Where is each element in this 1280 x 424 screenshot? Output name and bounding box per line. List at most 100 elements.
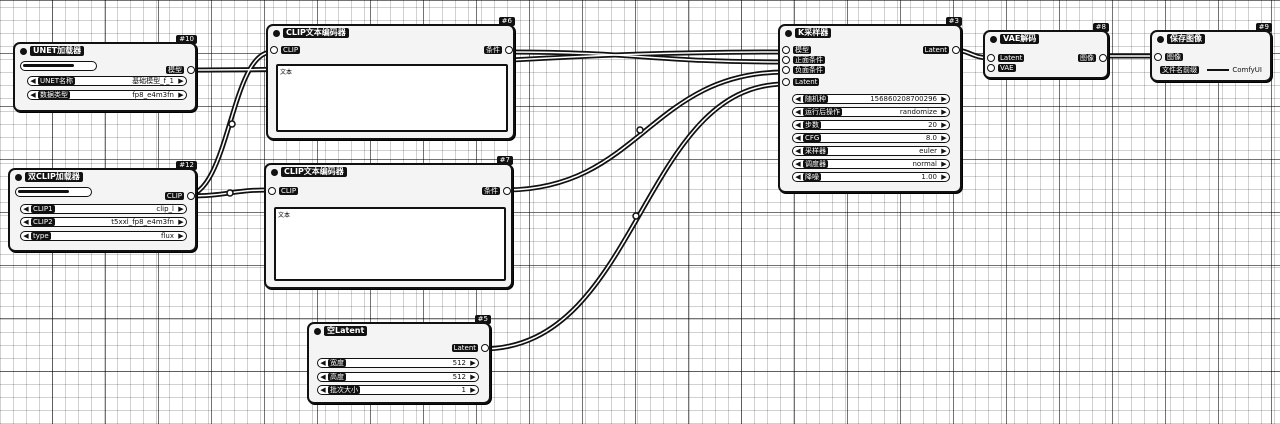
arrow-right-icon[interactable]: ▶ (941, 121, 947, 129)
input-clip[interactable]: CLIP (268, 187, 299, 195)
input-slot-icon[interactable] (987, 64, 995, 72)
arrow-left-icon[interactable]: ◀ (320, 359, 326, 367)
output-clip[interactable]: CLIP (164, 192, 195, 200)
output-conditioning[interactable]: 条件 (482, 187, 511, 195)
output-image[interactable]: 图像 (1078, 54, 1107, 62)
output-latent[interactable]: Latent (922, 46, 960, 54)
arrow-right-icon[interactable]: ▶ (941, 160, 947, 168)
arrow-left-icon[interactable]: ◀ (795, 108, 801, 116)
input-images[interactable]: 图像 (1154, 53, 1183, 61)
input-slot-icon[interactable] (268, 187, 276, 195)
collapse-dot-icon[interactable] (271, 168, 278, 176)
node-header[interactable]: CLIP文本编码器 (268, 26, 513, 40)
node-header[interactable]: UNET加载器 (15, 44, 195, 58)
input-slot-icon[interactable] (782, 78, 790, 86)
output-conditioning[interactable]: 条件 (484, 46, 513, 54)
input-latent[interactable]: Latent (782, 78, 820, 86)
output-slot-icon[interactable] (503, 187, 511, 195)
output-slot-icon[interactable] (481, 344, 489, 352)
input-positive[interactable]: 正面条件 (782, 56, 825, 64)
output-slot-icon[interactable] (187, 192, 195, 200)
input-slot-icon[interactable] (1154, 53, 1162, 61)
arrow-left-icon[interactable]: ◀ (320, 373, 326, 381)
node-header[interactable]: CLIP文本编码器 (266, 165, 511, 179)
arrow-right-icon[interactable]: ▶ (178, 91, 184, 99)
output-slot-icon[interactable] (1099, 54, 1107, 62)
input-vae[interactable]: VAE (987, 64, 1016, 72)
node-clip-text-encode-negative[interactable]: #7 CLIP文本编码器 CLIP 条件 文本 (264, 156, 513, 289)
arrow-left-icon[interactable]: ◀ (795, 160, 801, 168)
arrow-right-icon[interactable]: ▶ (941, 108, 947, 116)
node-save-image[interactable]: #9 保存图像 图像 文件名前缀 ComfyUI (1150, 23, 1272, 82)
node-vae-decode[interactable]: #8 VAE解码 Latent VAE 图像 (983, 23, 1109, 79)
widget-unet-name[interactable]: ◀UNET名称基础模型_f_1▶ (27, 76, 187, 86)
arrow-left-icon[interactable]: ◀ (795, 121, 801, 129)
input-slot-icon[interactable] (270, 46, 278, 54)
arrow-right-icon[interactable]: ▶ (941, 95, 947, 103)
arrow-left-icon[interactable]: ◀ (30, 91, 36, 99)
arrow-right-icon[interactable]: ▶ (470, 359, 476, 367)
input-model[interactable]: 模型 (782, 46, 811, 54)
input-slot-icon[interactable] (782, 56, 790, 64)
arrow-right-icon[interactable]: ▶ (178, 218, 184, 226)
arrow-right-icon[interactable]: ▶ (941, 147, 947, 155)
arrow-right-icon[interactable]: ▶ (178, 205, 184, 213)
arrow-left-icon[interactable]: ◀ (23, 205, 29, 213)
collapse-dot-icon[interactable] (785, 29, 792, 37)
input-slot-icon[interactable] (782, 66, 790, 74)
output-slot-icon[interactable] (952, 46, 960, 54)
arrow-right-icon[interactable]: ▶ (941, 134, 947, 142)
node-header[interactable]: 双CLIP加载器 (10, 170, 195, 184)
node-header[interactable]: VAE解码 (985, 32, 1107, 46)
node-clip-text-encode-positive[interactable]: #6 CLIP文本编码器 CLIP 条件 文本 (266, 17, 515, 140)
widget-filename-prefix[interactable]: 文件名前缀 ComfyUI (1160, 66, 1262, 74)
collapse-dot-icon[interactable] (314, 327, 321, 335)
arrow-left-icon[interactable]: ◀ (795, 173, 801, 181)
input-negative[interactable]: 负面条件 (782, 66, 825, 74)
output-latent[interactable]: Latent (451, 344, 489, 352)
input-clip[interactable]: CLIP (270, 46, 301, 54)
arrow-left-icon[interactable]: ◀ (795, 134, 801, 142)
input-slot-icon[interactable] (987, 54, 995, 62)
arrow-right-icon[interactable]: ▶ (470, 386, 476, 394)
node-header[interactable]: 空Latent (309, 324, 489, 338)
collapse-dot-icon[interactable] (15, 173, 22, 181)
arrow-right-icon[interactable]: ▶ (470, 373, 476, 381)
collapse-dot-icon[interactable] (273, 29, 280, 37)
arrow-right-icon[interactable]: ▶ (178, 77, 184, 85)
arrow-right-icon[interactable]: ▶ (941, 173, 947, 181)
node-header[interactable]: 保存图像 (1152, 32, 1270, 46)
collapse-dot-icon[interactable] (20, 47, 27, 55)
output-slot-icon[interactable] (187, 66, 195, 74)
output-slot-icon[interactable] (505, 46, 513, 54)
collapse-dot-icon[interactable] (1157, 35, 1164, 43)
collapse-dot-icon[interactable] (990, 35, 997, 43)
arrow-left-icon[interactable]: ◀ (795, 95, 801, 103)
input-slot-icon[interactable] (782, 46, 790, 54)
prompt-textarea[interactable]: 文本 (274, 207, 506, 281)
arrow-left-icon[interactable]: ◀ (23, 232, 29, 240)
arrow-left-icon[interactable]: ◀ (30, 77, 36, 85)
input-samples[interactable]: Latent (987, 54, 1025, 62)
arrow-right-icon[interactable]: ▶ (178, 232, 184, 240)
arrow-left-icon[interactable]: ◀ (23, 218, 29, 226)
arrow-left-icon[interactable]: ◀ (795, 147, 801, 155)
prompt-textarea[interactable]: 文本 (276, 64, 508, 132)
output-model[interactable]: 模型 (166, 66, 195, 74)
